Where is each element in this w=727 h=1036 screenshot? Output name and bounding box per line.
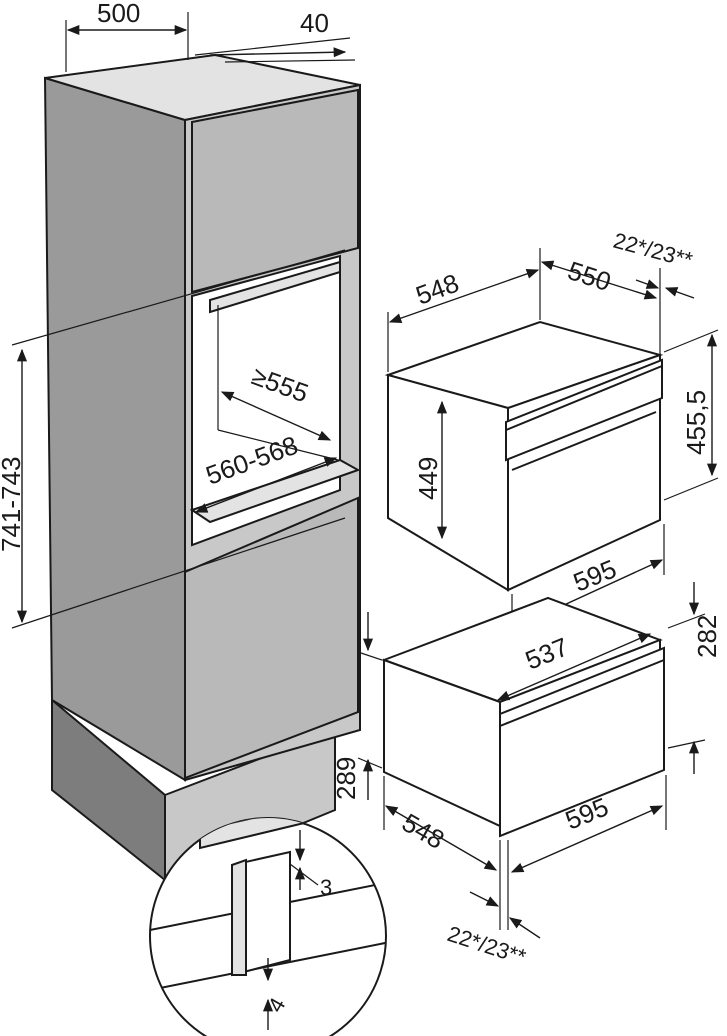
label-22-23-top: 22*/23** <box>611 228 696 273</box>
label-595-upper: 595 <box>569 553 620 597</box>
appliance-oven <box>384 320 664 592</box>
dim-front-offset-bottom: 22*/23** <box>444 891 541 970</box>
label-455-5: 455,5 <box>681 390 711 455</box>
label-3: 3 <box>320 875 332 900</box>
label-548-top: 548 <box>412 268 463 311</box>
upper-door <box>191 88 359 294</box>
dim-drawer-niche-height: 289 <box>331 612 383 800</box>
dim-appliance-body-height: 449 <box>413 400 448 540</box>
label-22-23-bottom: 22*/23** <box>444 921 529 970</box>
label-500: 500 <box>97 0 140 28</box>
cabinet-side-panel <box>43 76 186 782</box>
dim-gap-40: 40 <box>194 8 356 63</box>
label-548-bottom: 548 <box>397 807 450 855</box>
label-289: 289 <box>331 757 361 800</box>
label-741-743: 741-743 <box>0 457 26 552</box>
label-282: 282 <box>692 615 722 658</box>
dim-drawer-height: 282 <box>667 582 722 774</box>
oven-front-panel <box>505 358 663 462</box>
warming-drawer <box>381 596 665 838</box>
dim-appliance-front-height: 455,5 <box>663 329 719 501</box>
label-40: 40 <box>300 8 329 38</box>
detail-circle: 3 4 <box>149 817 387 1036</box>
label-449: 449 <box>413 457 443 500</box>
label-550: 550 <box>564 255 615 297</box>
dim-cabinet-width: 500 <box>65 0 189 72</box>
dim-niche-height: 741-743 <box>0 249 346 629</box>
